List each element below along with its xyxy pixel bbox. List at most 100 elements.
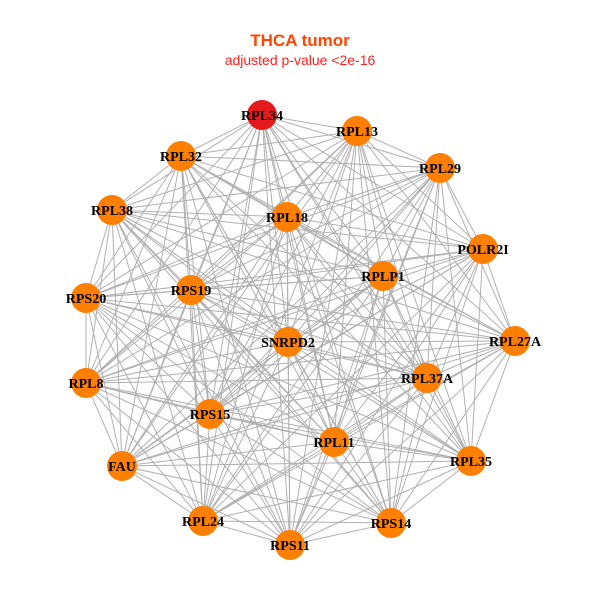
edge-RPL32-RPL24: [180, 155, 204, 522]
node-label: RPL32: [160, 150, 202, 165]
edge-RPL11-RPL24: [202, 441, 335, 522]
edge-RPL37A-FAU: [121, 377, 428, 467]
edge-RPLP1-RPL8: [85, 275, 384, 384]
edge-RPL18-RPL24: [202, 216, 288, 522]
edge-POLR2I-RPS20: [85, 248, 484, 299]
edge-RPS14-RPS11: [289, 522, 392, 546]
edge-RPL32-RPL8: [85, 155, 182, 384]
edge-RPL13-RPL18: [286, 130, 358, 218]
node-circle: [456, 446, 486, 476]
edge-RPL11-RPS14: [333, 441, 392, 524]
node-circle: [166, 141, 196, 171]
node-circle: [342, 116, 372, 146]
node-label: FAU: [108, 460, 136, 475]
node-circle: [275, 530, 305, 560]
edge-RPL35-FAU: [121, 460, 472, 467]
node-FAU: FAU: [107, 451, 137, 481]
edge-POLR2I-RPLP1: [382, 248, 484, 277]
edge-RPL37A-RPS11: [289, 377, 428, 546]
edge-RPL13-RPL32: [180, 130, 358, 157]
edge-RPL38-RPL27A: [111, 209, 516, 342]
edge-RPLP1-FAU: [121, 275, 384, 467]
node-label: RPL27A: [489, 335, 542, 350]
node-RPL34: RPL34: [241, 100, 283, 130]
edge-RPL18-RPS20: [85, 216, 288, 299]
edge-RPL38-RPL37A: [111, 209, 428, 379]
edge-RPS15-RPL11: [209, 413, 335, 443]
edge-POLR2I-RPL8: [85, 248, 484, 384]
edge-SNRPD2-RPS15: [209, 341, 289, 415]
node-circle: [176, 275, 206, 305]
edge-RPL32-RPL11: [180, 155, 335, 443]
node-RPS15: RPS15: [190, 399, 230, 429]
edge-RPL8-RPL24: [85, 382, 204, 522]
edge-RPL24-RPS14: [202, 520, 392, 524]
edge-POLR2I-RPL11: [333, 248, 484, 443]
edge-RPL34-RPS20: [85, 114, 263, 299]
node-label: RPS14: [371, 517, 411, 532]
node-label: RPL24: [182, 515, 224, 530]
edge-RPS19-RPL37A: [190, 289, 428, 379]
edge-RPL38-RPL18: [111, 209, 288, 218]
edge-RPL18-RPS14: [286, 216, 392, 524]
edge-RPL29-RPS20: [85, 167, 441, 299]
node-label: RPS11: [270, 539, 310, 554]
node-RPL27A: RPL27A: [489, 326, 542, 356]
edge-RPL29-RPS14: [390, 167, 441, 524]
node-RPL32: RPL32: [160, 141, 202, 171]
edge-POLR2I-RPL37A: [426, 248, 484, 379]
node-label: RPS20: [66, 292, 106, 307]
edge-RPL27A-RPS15: [209, 340, 516, 415]
edge-RPL38-RPS15: [111, 209, 211, 415]
edge-RPL27A-RPL24: [202, 340, 516, 522]
edge-RPL24-RPS11: [202, 520, 291, 546]
node-RPS11: RPS11: [270, 530, 310, 560]
edge-POLR2I-SNRPD2: [287, 248, 484, 343]
edge-RPL18-POLR2I: [286, 216, 484, 250]
edge-RPLP1-RPL37A: [382, 275, 428, 379]
edge-RPS20-SNRPD2: [85, 297, 289, 343]
edge-RPL29-RPL8: [85, 167, 441, 384]
edge-RPL38-RPS20: [85, 209, 113, 299]
edge-RPL8-FAU: [85, 382, 123, 467]
node-circle: [412, 363, 442, 393]
node-circle: [195, 399, 225, 429]
edge-RPL13-RPL8: [85, 130, 358, 384]
edge-RPL27A-RPL37A: [426, 340, 516, 379]
edge-RPS19-RPL35: [190, 289, 472, 462]
node-circle: [319, 427, 349, 457]
edge-RPL29-RPL24: [202, 167, 441, 522]
edge-RPL29-RPLP1: [382, 167, 441, 277]
edge-RPL37A-RPS15: [209, 377, 428, 415]
node-POLR2I: POLR2I: [457, 234, 509, 264]
edge-RPS20-RPS14: [85, 297, 392, 524]
edge-SNRPD2-RPL8: [85, 341, 289, 384]
node-label: RPL11: [313, 436, 354, 451]
edge-RPL37A-RPL24: [202, 377, 428, 522]
node-RPS14: RPS14: [371, 508, 411, 538]
edge-RPL29-RPL18: [286, 167, 441, 218]
edge-RPL38-RPLP1: [111, 209, 384, 277]
node-label: RPL34: [241, 109, 283, 124]
edge-RPL13-RPL29: [356, 130, 441, 169]
edge-FAU-RPL24: [121, 465, 204, 522]
edge-RPL34-RPL24: [202, 114, 263, 522]
edge-RPL35-RPS11: [289, 460, 472, 546]
edge-RPL37A-RPL35: [426, 377, 472, 462]
edge-RPS20-RPL35: [85, 297, 472, 462]
edge-SNRPD2-RPL35: [287, 341, 472, 462]
node-RPL11: RPL11: [313, 427, 355, 457]
edge-RPL18-RPL35: [286, 216, 472, 462]
node-circle: [273, 327, 303, 357]
edge-RPL27A-FAU: [121, 340, 516, 467]
node-RPS19: RPS19: [171, 275, 211, 305]
edge-POLR2I-RPL35: [470, 248, 484, 462]
edge-RPL27A-RPS11: [289, 340, 516, 546]
edge-RPL32-RPS11: [180, 155, 291, 546]
edge-SNRPD2-RPL24: [202, 341, 289, 522]
edge-RPL29-RPL38: [111, 167, 441, 211]
edge-RPL34-RPL32: [180, 114, 263, 157]
edge-RPL18-FAU: [121, 216, 288, 467]
